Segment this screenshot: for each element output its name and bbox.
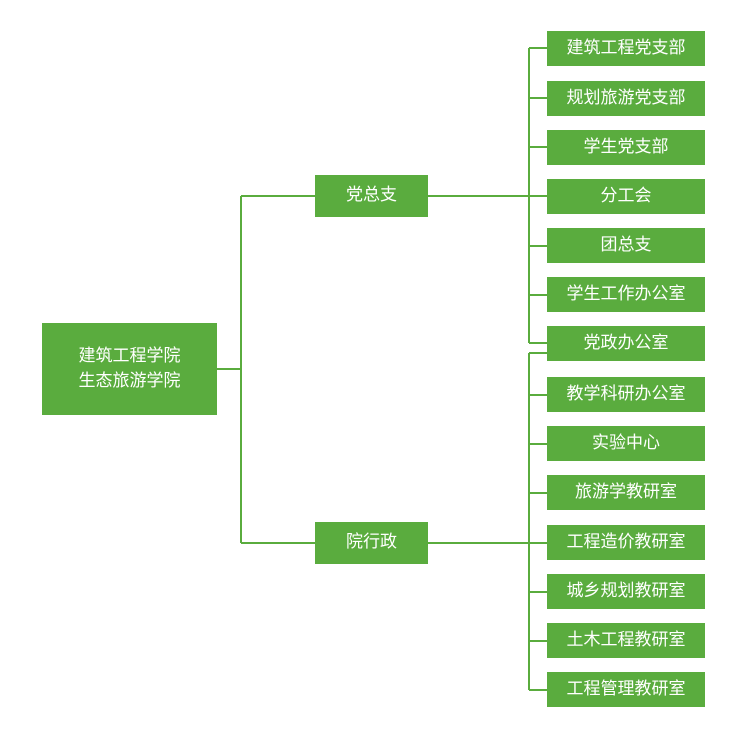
- root-node: 建筑工程学院 生态旅游学院: [42, 323, 217, 415]
- leaf-node: 学生工作办公室: [547, 277, 705, 312]
- leaf-node: 规划旅游党支部: [547, 81, 705, 116]
- leaf-node: 建筑工程党支部: [547, 31, 705, 66]
- leaf-node: 实验中心: [547, 426, 705, 461]
- leaf-node: 土木工程教研室: [547, 623, 705, 658]
- leaf-node: 旅游学教研室: [547, 475, 705, 510]
- leaf-node: 工程管理教研室: [547, 672, 705, 707]
- branch-node-admin: 院行政: [315, 522, 428, 564]
- leaf-node: 团总支: [547, 228, 705, 263]
- leaf-node: 分工会: [547, 179, 705, 214]
- root-label-line2: 生态旅游学院: [78, 371, 181, 391]
- leaf-node: 教学科研办公室: [547, 377, 705, 412]
- leaf-node: 学生党支部: [547, 130, 705, 165]
- branch-node-party: 党总支: [315, 175, 428, 217]
- leaf-node: 工程造价教研室: [547, 525, 705, 560]
- leaf-node: 城乡规划教研室: [547, 574, 705, 609]
- leaf-node: 党政办公室: [547, 326, 705, 361]
- root-label-line1: 建筑工程学院: [78, 345, 181, 366]
